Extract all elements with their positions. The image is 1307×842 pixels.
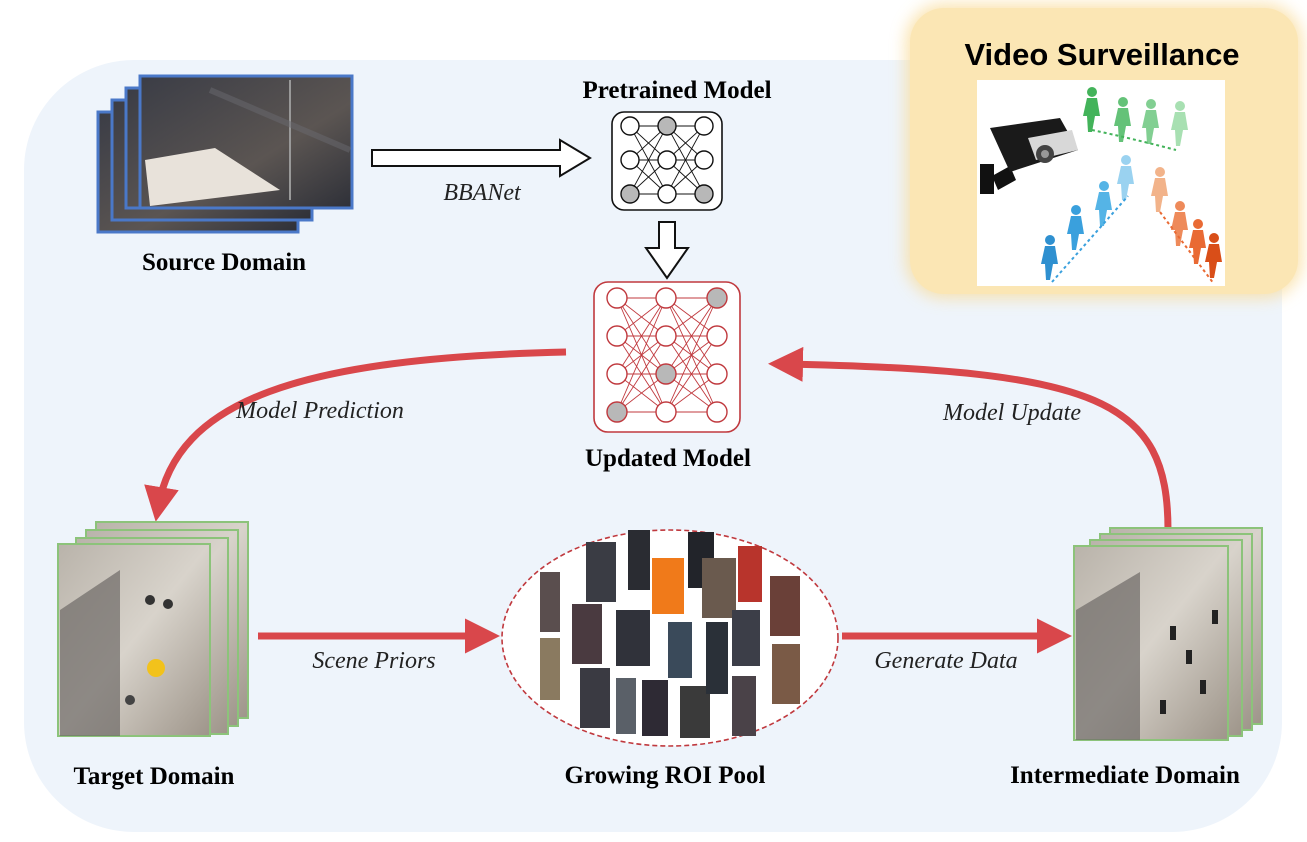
update-down-arrow	[644, 221, 690, 280]
network-node	[706, 401, 728, 423]
roi-pool-label: Growing ROI Pool	[565, 762, 766, 789]
bbanet-arrow	[371, 138, 592, 178]
network-node	[694, 150, 714, 170]
source-domain-frames	[96, 74, 354, 234]
network-node	[657, 184, 677, 204]
camera-icon	[980, 118, 1078, 194]
network-connection	[665, 335, 718, 413]
surveillance-title: Video Surveillance	[964, 37, 1239, 72]
network-connection	[665, 297, 718, 375]
network-node	[620, 116, 640, 136]
model-prediction-arrow	[144, 348, 567, 522]
target-domain-frames	[57, 521, 249, 737]
network-node	[655, 287, 677, 309]
pretrained-model-label: Pretrained Model	[582, 77, 771, 104]
neural-network-icon	[611, 111, 723, 211]
network-connection	[616, 335, 667, 413]
source-domain-label: Source Domain	[142, 249, 306, 276]
network-node	[606, 363, 628, 385]
network-connection	[616, 297, 667, 375]
network-node	[655, 325, 677, 347]
bbanet-label: BBANet	[443, 180, 522, 206]
network-node	[620, 150, 640, 170]
network-connection	[629, 125, 668, 195]
walking-person-icon	[1041, 87, 1222, 285]
network-node	[706, 363, 728, 385]
model-update-label: Model Update	[942, 400, 1081, 426]
network-node	[694, 116, 714, 136]
generate-data-label: Generate Data	[874, 648, 1017, 674]
network-node	[655, 363, 677, 385]
roi-crops	[540, 530, 800, 738]
intermediate-domain-label: Intermediate Domain	[1010, 762, 1240, 789]
updated-model-network	[593, 281, 741, 433]
intermediate-domain-frames	[1073, 527, 1263, 741]
updated-model-label: Updated Model	[585, 445, 751, 472]
network-node	[706, 287, 728, 309]
scene-priors-label: Scene Priors	[312, 648, 435, 674]
network-connection	[616, 297, 667, 413]
network-node	[657, 150, 677, 170]
network-node	[706, 325, 728, 347]
model-prediction-label: Model Prediction	[235, 398, 404, 424]
network-node	[606, 287, 628, 309]
model-update-arrow	[768, 346, 1172, 531]
network-node	[694, 184, 714, 204]
network-connection	[665, 297, 718, 413]
network-node	[657, 116, 677, 136]
network-node	[606, 401, 628, 423]
network-node	[620, 184, 640, 204]
network-node	[606, 325, 628, 347]
network-node	[655, 401, 677, 423]
target-domain-label: Target Domain	[74, 763, 235, 790]
network-connection	[666, 125, 705, 195]
